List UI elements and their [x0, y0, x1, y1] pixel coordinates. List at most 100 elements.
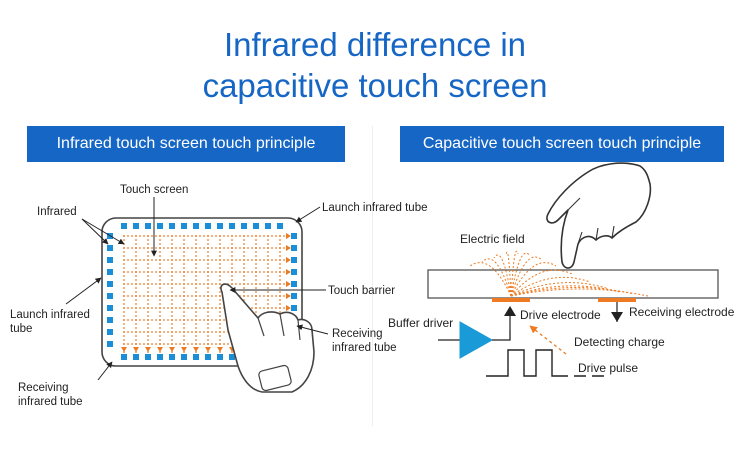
infrared-beam-dot — [183, 327, 185, 329]
infrared-beam-dot — [275, 307, 277, 309]
infrared-beam-dot — [139, 319, 141, 321]
infrared-beam-dot — [207, 243, 209, 245]
infrared-beam-dot — [207, 335, 209, 337]
infrared-beam-dot — [139, 247, 141, 249]
infrared-beam-dot — [199, 271, 201, 273]
infrared-beam-dot — [147, 315, 149, 317]
infrared-beam-dot — [243, 267, 245, 269]
infrared-beam-dot — [159, 319, 161, 321]
infrared-beam-dot — [163, 343, 165, 345]
infrared-beam-dot — [271, 247, 273, 249]
infrared-beam-dot — [199, 295, 201, 297]
infrared-beam-dot — [135, 335, 137, 337]
receiver-marker — [286, 257, 291, 263]
infrared-beam-dot — [271, 283, 273, 285]
infrared-beam-dot — [135, 331, 137, 333]
label-touch-screen: Touch screen — [120, 184, 188, 196]
infrared-beam-dot — [255, 259, 257, 261]
infrared-beam-dot — [179, 259, 181, 261]
infrared-beam-dot — [171, 299, 173, 301]
infrared-beam-dot — [259, 307, 261, 309]
infrared-beam-dot — [207, 343, 209, 345]
infrared-beam-dot — [131, 235, 133, 237]
infrared-beam-dot — [267, 307, 269, 309]
infrared-beam-dot — [135, 235, 137, 237]
infrared-beam-dot — [187, 319, 189, 321]
infrared-beam-dot — [203, 271, 205, 273]
infrared-tube — [121, 354, 127, 360]
infrared-tube — [291, 233, 297, 239]
infrared-beam-dot — [243, 255, 245, 257]
label-receiving-right-1: Receiving — [332, 328, 383, 340]
infrared-beam-dot — [279, 235, 281, 237]
infrared-beam-dot — [167, 307, 169, 309]
infrared-beam-dot — [195, 311, 197, 313]
infrared-beam-dot — [195, 323, 197, 325]
label-buffer-driver: Buffer driver — [388, 316, 453, 330]
infrared-beam-dot — [131, 283, 133, 285]
infrared-beam-dot — [151, 271, 153, 273]
infrared-beam-dot — [143, 295, 145, 297]
infrared-beam-dot — [163, 307, 165, 309]
infrared-beam-dot — [131, 331, 133, 333]
infrared-beam-dot — [123, 295, 125, 297]
receiver-marker — [286, 245, 291, 251]
page-title: Infrared difference in capacitive touch … — [0, 24, 750, 106]
infrared-tube — [241, 223, 247, 229]
infrared-beam-dot — [191, 343, 193, 345]
infrared-beam-dot — [175, 235, 177, 237]
buffer-driver-icon — [438, 321, 511, 359]
infrared-beam-dot — [191, 319, 193, 321]
infrared-beam-dot — [235, 247, 237, 249]
infrared-tube — [133, 354, 139, 360]
infrared-beam-dot — [267, 239, 269, 241]
infrared-beam-dot — [203, 283, 205, 285]
infrared-beam-dot — [279, 247, 281, 249]
infrared-beam-dot — [267, 299, 269, 301]
infrared-beam-dot — [207, 339, 209, 341]
infrared-beam-dot — [203, 295, 205, 297]
infrared-beam-dot — [215, 283, 217, 285]
infrared-beam-dot — [127, 235, 129, 237]
receiver-marker — [286, 293, 291, 299]
infrared-beam-dot — [171, 339, 173, 341]
infrared-beam-dot — [219, 235, 221, 237]
infrared-beam-dot — [183, 255, 185, 257]
capacitive-principle-heading: Capacitive touch screen touch principle — [400, 126, 724, 162]
infrared-beam-dot — [255, 243, 257, 245]
infrared-beam-dot — [171, 251, 173, 253]
infrared-beam-dot — [251, 271, 253, 273]
infrared-beam-dot — [147, 275, 149, 277]
infrared-beam-dot — [243, 251, 245, 253]
infrared-beam-dot — [251, 259, 253, 261]
glass-panel — [427, 269, 719, 299]
infrared-beam-dot — [219, 263, 221, 265]
infrared-beam-dot — [207, 299, 209, 301]
infrared-tube — [107, 293, 113, 299]
infrared-beam-dot — [147, 327, 149, 329]
label-receiving-electrode: Receiving electrode — [629, 305, 735, 319]
infrared-beam-dot — [171, 239, 173, 241]
infrared-beam-dot — [155, 259, 157, 261]
infrared-beam-dot — [283, 247, 285, 249]
infrared-beam-dot — [271, 235, 273, 237]
infrared-beam-dot — [139, 235, 141, 237]
infrared-beam-dot — [259, 295, 261, 297]
infrared-beam-dot — [255, 255, 257, 257]
infrared-beam-dot — [207, 271, 209, 273]
label-launch-infrared-left-2: tube — [10, 323, 32, 335]
infrared-beam-dot — [219, 315, 221, 317]
infrared-tube — [253, 223, 259, 229]
label-receiving-bottom-1: Receiving — [18, 382, 69, 394]
infrared-beam-dot — [207, 283, 209, 285]
infrared-beam-dot — [255, 275, 257, 277]
infrared-beam-dot — [243, 295, 245, 297]
infrared-beam-dot — [247, 247, 249, 249]
infrared-beam-dot — [267, 275, 269, 277]
infrared-beam-dot — [147, 271, 149, 273]
infrared-tube — [107, 329, 113, 335]
infrared-beam-dot — [207, 323, 209, 325]
infrared-beam-dot — [135, 251, 137, 253]
infrared-beam-dot — [183, 335, 185, 337]
infrared-beam-dot — [163, 295, 165, 297]
